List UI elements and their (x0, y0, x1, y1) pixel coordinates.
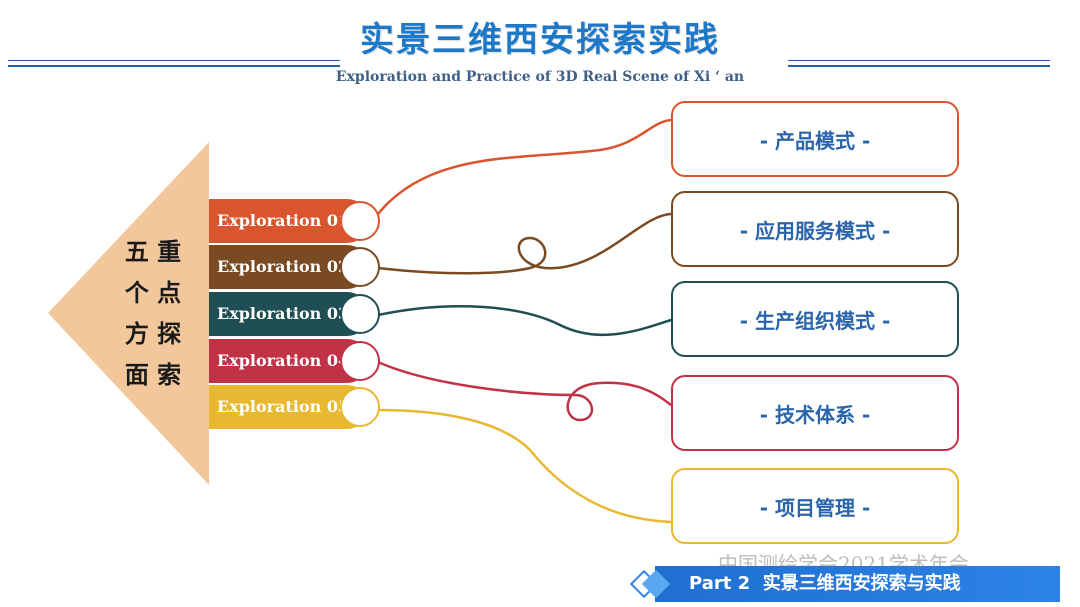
footer-section-title: 实景三维西安探索与实践 (762, 573, 961, 594)
connector-line-03 (376, 305, 673, 337)
exploration-label-04: Exploration 04 (217, 351, 350, 370)
exploration-knob-05 (340, 387, 380, 427)
arrow-text-line-1: 五 重 (125, 237, 181, 266)
footer-part-label: Part 2 (689, 573, 751, 594)
exploration-knob-04 (340, 341, 380, 381)
topic-label-technical-system: - 技术体系 - (759, 402, 871, 427)
topic-label-project-management: - 项目管理 - (759, 495, 871, 520)
exploration-knob-01 (340, 201, 380, 241)
arrow-shape (48, 142, 209, 485)
topic-box-application-service: - 应用服务模式 - (671, 191, 959, 267)
connector-line-01 (376, 118, 673, 216)
connector-group (376, 118, 673, 524)
exploration-tab-03: Exploration 03 (209, 292, 369, 336)
arrow-text-line-4: 面 索 (125, 360, 181, 389)
topic-box-technical-system: - 技术体系 - (671, 375, 959, 451)
exploration-label-03: Exploration 03 (217, 304, 350, 323)
exploration-knob-03 (340, 294, 380, 334)
arrow-text: 五 重 个 点 方 探 面 索 (125, 237, 181, 389)
connector-line-04 (376, 360, 673, 422)
exploration-label-02: Exploration 02 (217, 257, 350, 276)
topic-box-production-organization: - 生产组织模式 - (671, 281, 959, 357)
exploration-knob-02 (340, 247, 380, 287)
footer-section-bar: Part 2 实景三维西安探索与实践 (655, 566, 1060, 602)
title-right-rule (788, 60, 1050, 67)
exploration-label-01: Exploration 01 (217, 211, 350, 230)
title-left-rule (8, 60, 340, 67)
connector-line-05 (376, 408, 673, 524)
arrow-text-line-3: 方 探 (125, 319, 181, 348)
exploration-label-05: Exploration 05 (217, 397, 350, 416)
arrow-text-line-2: 个 点 (125, 278, 181, 307)
exploration-tab-04: Exploration 04 (209, 339, 369, 383)
topic-label-application-service: - 应用服务模式 - (739, 218, 891, 243)
connector-line-02 (376, 212, 673, 275)
page-title: 实景三维西安探索实践 (360, 20, 720, 60)
page-subtitle: Exploration and Practice of 3D Real Scen… (335, 69, 745, 85)
topic-box-product-model: - 产品模式 - (671, 101, 959, 177)
topic-label-production-organization: - 生产组织模式 - (739, 308, 891, 333)
topic-box-project-management: - 项目管理 - (671, 468, 959, 544)
topic-label-product-model: - 产品模式 - (759, 128, 871, 153)
